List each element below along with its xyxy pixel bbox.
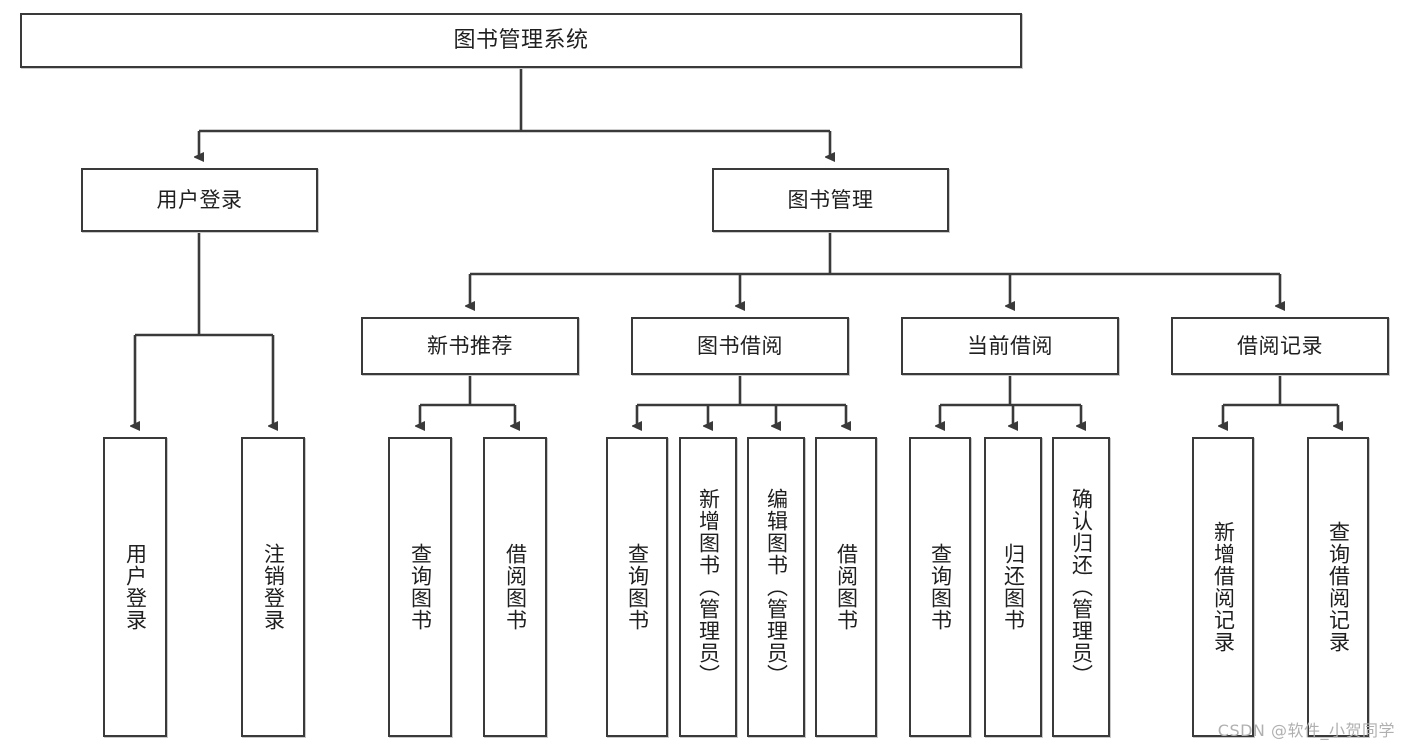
node-label-leaf-add-borrow-record: 新增借阅记录: [1211, 521, 1236, 653]
node-label-leaf-logout: 注销登录: [261, 543, 286, 631]
node-label-user-login: 用户登录: [156, 187, 243, 212]
node-leaf-add-borrow-record[interactable]: 新增借阅记录: [1192, 437, 1254, 737]
node-leaf-query-borrow-record[interactable]: 查询借阅记录: [1307, 437, 1369, 737]
node-root[interactable]: 图书管理系统: [20, 13, 1022, 68]
node-label-leaf-return-book: 归还图书: [1001, 543, 1026, 631]
node-label-leaf-confirm-return-admin: 确认归还（管理员）: [1069, 488, 1094, 686]
node-label-leaf-query-book-2: 查询图书: [625, 543, 650, 631]
node-leaf-confirm-return-admin[interactable]: 确认归还（管理员）: [1052, 437, 1110, 737]
node-leaf-borrow-book-1[interactable]: 借阅图书: [483, 437, 547, 737]
node-label-leaf-borrow-book-1: 借阅图书: [503, 543, 528, 631]
node-leaf-logout[interactable]: 注销登录: [241, 437, 305, 737]
node-label-book-borrow: 图书借阅: [697, 333, 783, 358]
node-leaf-add-book-admin[interactable]: 新增图书（管理员）: [679, 437, 737, 737]
node-label-leaf-user-login: 用户登录: [123, 543, 148, 631]
node-leaf-borrow-book-2[interactable]: 借阅图书: [815, 437, 877, 737]
node-label-leaf-query-borrow-record: 查询借阅记录: [1326, 521, 1351, 653]
node-current-borrow[interactable]: 当前借阅: [901, 317, 1119, 375]
node-label-leaf-query-book-3: 查询图书: [928, 543, 953, 631]
node-leaf-user-login[interactable]: 用户登录: [103, 437, 167, 737]
node-borrow-record[interactable]: 借阅记录: [1171, 317, 1389, 375]
node-book-borrow[interactable]: 图书借阅: [631, 317, 849, 375]
node-label-root: 图书管理系统: [453, 27, 589, 53]
node-leaf-edit-book-admin[interactable]: 编辑图书（管理员）: [747, 437, 805, 737]
node-book-manage[interactable]: 图书管理: [712, 168, 949, 232]
node-leaf-query-book-2[interactable]: 查询图书: [606, 437, 668, 737]
node-leaf-return-book[interactable]: 归还图书: [984, 437, 1042, 737]
node-label-current-borrow: 当前借阅: [967, 333, 1053, 358]
node-leaf-query-book-1[interactable]: 查询图书: [388, 437, 452, 737]
node-label-borrow-record: 借阅记录: [1237, 333, 1323, 358]
node-label-leaf-edit-book-admin: 编辑图书（管理员）: [764, 488, 789, 686]
node-leaf-query-book-3[interactable]: 查询图书: [909, 437, 971, 737]
node-label-new-book-recommend: 新书推荐: [427, 333, 513, 358]
node-label-leaf-borrow-book-2: 借阅图书: [834, 543, 859, 631]
watermark-text: CSDN @软件_小贺同学: [1217, 721, 1395, 740]
node-new-book-recommend[interactable]: 新书推荐: [361, 317, 579, 375]
node-user-login[interactable]: 用户登录: [81, 168, 318, 232]
node-label-leaf-add-book-admin: 新增图书（管理员）: [696, 488, 721, 686]
node-label-book-manage: 图书管理: [787, 187, 874, 212]
node-label-leaf-query-book-1: 查询图书: [408, 543, 433, 631]
